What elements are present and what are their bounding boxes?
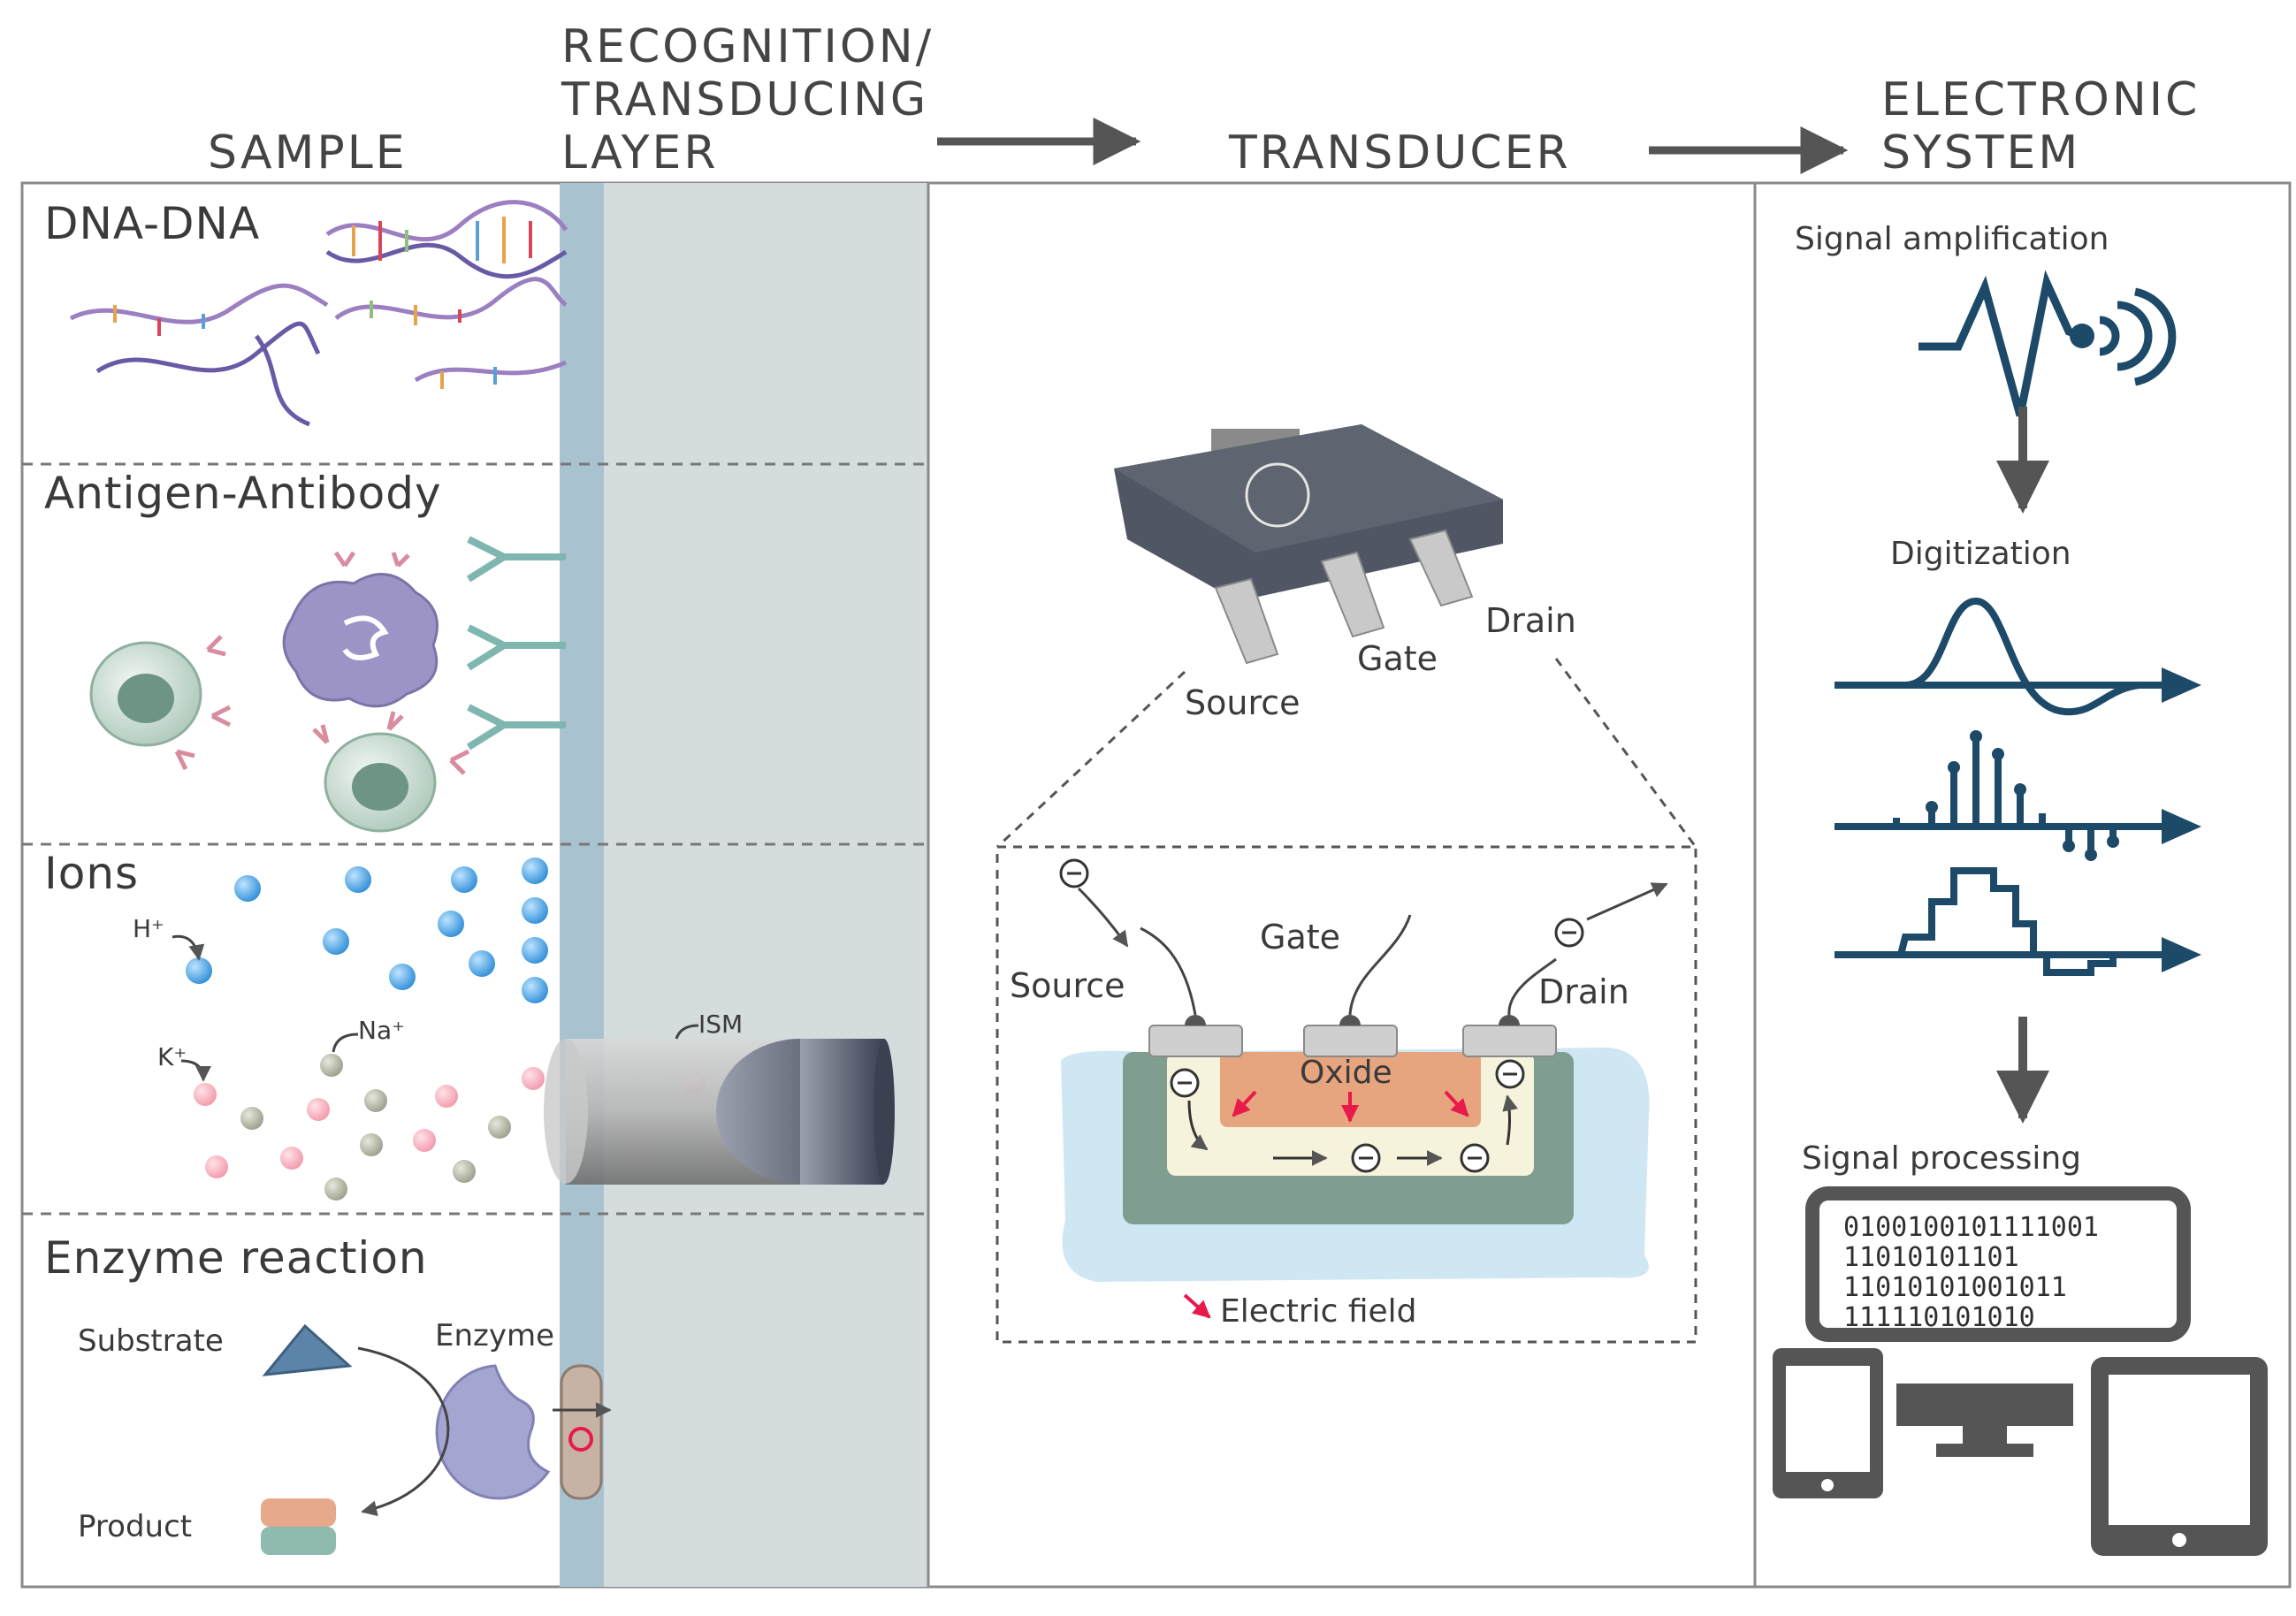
ion-label-na: Na⁺ — [358, 1016, 405, 1045]
chip-drain-label: Drain — [1485, 601, 1576, 640]
amplification-icon — [1918, 270, 2177, 417]
header-recognition-2: TRANSDUCING — [561, 73, 928, 126]
binary-line-3: 11010101001011 — [1843, 1272, 2067, 1303]
enzyme-shape — [435, 1364, 551, 1500]
signal-amplification-label: Signal amplification — [1795, 221, 2109, 257]
ions-grey — [240, 1054, 511, 1201]
section-antigen-title: Antigen-Antibody — [44, 468, 442, 519]
digitization-arrowheads — [2162, 667, 2201, 972]
ism-label: ISM — [698, 1010, 743, 1039]
detail-drain-label: Drain — [1538, 972, 1629, 1011]
antibodies-bound — [466, 536, 566, 751]
receptors — [174, 551, 470, 775]
sample-dots — [1926, 730, 2119, 861]
ism-membrane-cylinder — [544, 1039, 895, 1185]
detail-gate-label: Gate — [1260, 918, 1340, 957]
header-transducer: TRANSDUCER — [1228, 126, 1571, 179]
processing-devices — [1773, 1186, 2268, 1556]
cell-bottom — [324, 732, 437, 833]
chip-gate-label: Gate — [1357, 639, 1438, 678]
section-dna-title: DNA-DNA — [44, 198, 260, 249]
header-recognition-3: LAYER — [561, 126, 718, 179]
digitization-waves — [1835, 597, 2193, 976]
fet-cross-section — [1059, 858, 1668, 1282]
outer-frame — [20, 181, 2292, 1589]
dna-base-pairs — [113, 217, 532, 389]
chip-source-label: Source — [1185, 683, 1301, 722]
header-recognition-1: RECOGNITION/ — [561, 20, 934, 73]
recognition-panel — [601, 183, 928, 1587]
header-sample: SAMPLE — [208, 126, 408, 179]
zoom-lines — [995, 658, 1697, 1344]
ion-label-k: K⁺ — [157, 1042, 187, 1071]
enzyme-product-label: Product — [78, 1509, 192, 1544]
electron-symbol — [568, 1427, 593, 1452]
signal-processing-label: Signal processing — [1802, 1140, 2081, 1177]
section-ions-title: Ions — [44, 848, 139, 899]
electric-field-legend-arrow — [1183, 1293, 1211, 1319]
digitization-label: Digitization — [1890, 536, 2071, 572]
cell-left — [89, 641, 202, 747]
enzyme-electrode — [560, 1364, 603, 1500]
ion-label-h: H⁺ — [133, 914, 164, 943]
ions-blue — [186, 858, 548, 1003]
enzyme-substrate-label: Substrate — [78, 1323, 224, 1359]
binary-line-4: 111110101010 — [1843, 1302, 2035, 1333]
recognition-strip — [560, 183, 604, 1587]
section-enzyme-title: Enzyme reaction — [44, 1232, 428, 1284]
oxide-label: Oxide — [1300, 1055, 1392, 1091]
ion-na-arrow — [332, 1033, 359, 1053]
column-headers: SAMPLE RECOGNITION/ TRANSDUCING LAYER TR… — [208, 20, 2200, 179]
section-dividers — [22, 462, 928, 1216]
amplification-dot — [2070, 324, 2094, 348]
reaction-arrow — [357, 1346, 450, 1517]
ions-pink — [194, 1067, 706, 1178]
ion-h-arrow — [172, 934, 205, 961]
ism-label-line — [675, 1024, 699, 1040]
product-shape — [261, 1498, 336, 1555]
binary-line-1: 0100100101111001 — [1843, 1212, 2099, 1243]
enzyme-label: Enzyme — [435, 1318, 554, 1353]
detail-source-label: Source — [1010, 966, 1125, 1005]
fet-chip — [1114, 424, 1503, 665]
virus-particle — [282, 573, 439, 708]
header-electronic-1: ELECTRONIC — [1881, 73, 2200, 126]
ion-k-arrow — [180, 1059, 211, 1082]
header-electronic-2: SYSTEM — [1881, 126, 2080, 179]
substrate-shape — [262, 1323, 353, 1376]
electric-field-label: Electric field — [1220, 1293, 1417, 1330]
binary-line-2: 11010101101 — [1843, 1242, 2019, 1273]
